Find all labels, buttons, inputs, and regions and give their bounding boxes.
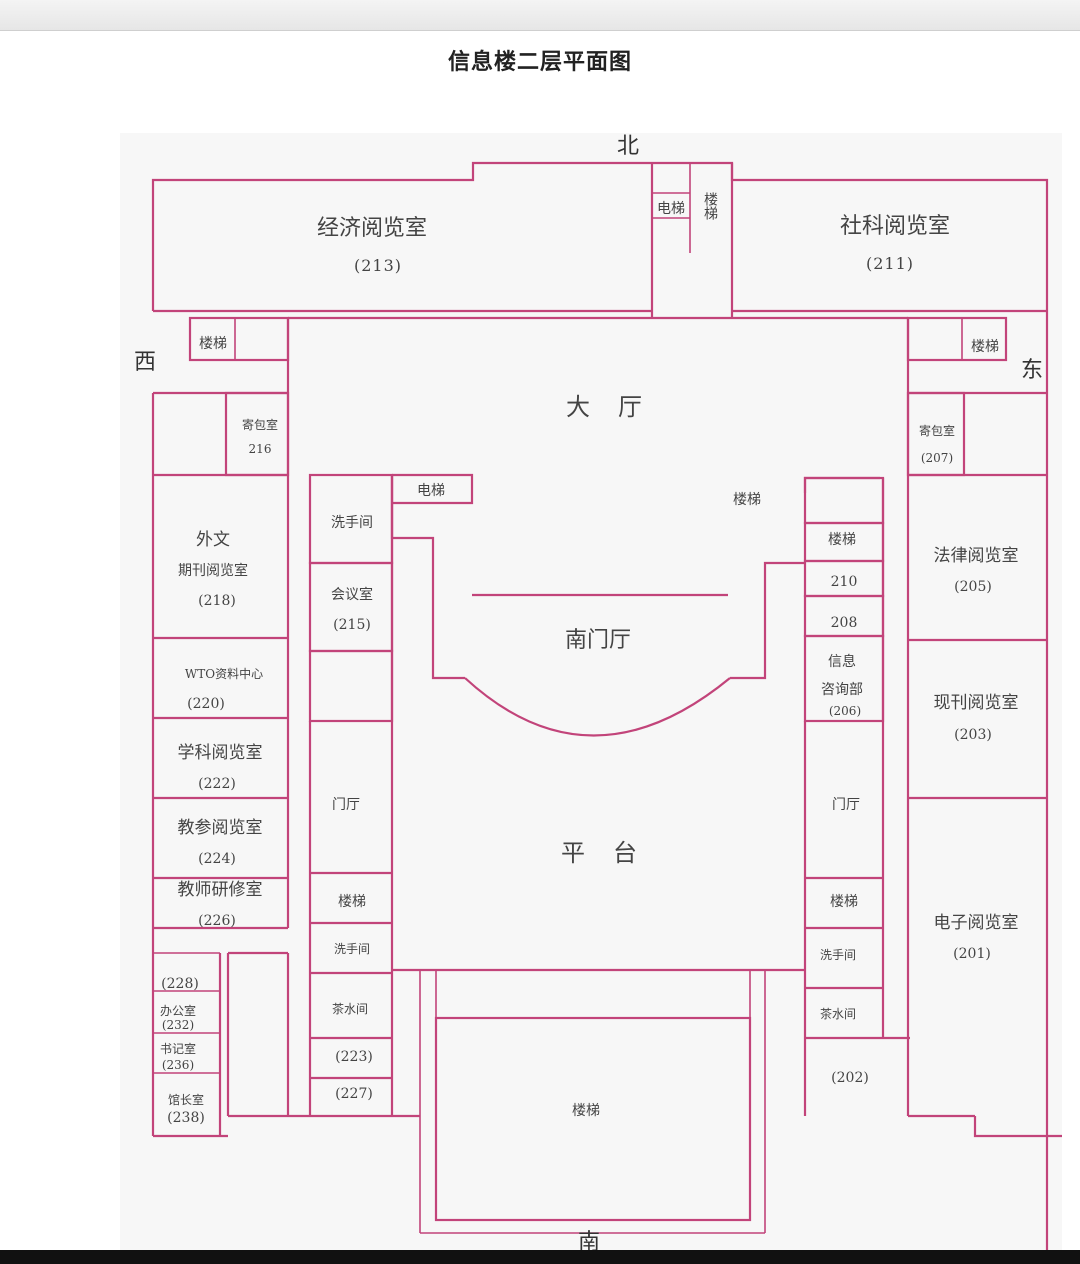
elevator-north: 电梯 [657, 201, 685, 217]
stairs-north: 楼梯 [702, 192, 718, 221]
room-216-number: 216 [249, 442, 272, 456]
room-201-name: 电子阅览室 [934, 913, 1019, 933]
room-201-number: (201) [953, 946, 991, 962]
room-215-name: 会议室 [331, 586, 373, 603]
page-title: 信息楼二层平面图 [447, 50, 632, 75]
screen-bottom-bar [0, 1250, 1080, 1264]
browser-top-bar [0, 0, 1080, 31]
room-210: 210 [831, 574, 858, 590]
room-202: (202) [831, 1070, 869, 1086]
elevator-center: 电梯 [417, 483, 445, 499]
stairs-right-1: 楼梯 [828, 532, 856, 548]
room-228: (228) [161, 976, 199, 992]
compass-east: 东 [1021, 358, 1043, 383]
stairs-east: 楼梯 [971, 339, 999, 355]
room-218-number: (218) [198, 593, 236, 609]
room-206-line1: 信息 [828, 653, 856, 670]
room-203-number: (203) [954, 727, 992, 743]
stairs-center: 楼梯 [733, 492, 761, 508]
floor-plan-drawing: 北 南 东 西 经济阅览室 (213) 社科阅览室 (211) 电梯 楼梯 楼梯… [134, 134, 1062, 1250]
vestibule-east: 门厅 [832, 797, 860, 813]
room-208: 208 [831, 615, 858, 631]
room-211-name: 社科阅览室 [840, 214, 950, 239]
room-220-name: WTO资料中心 [185, 666, 263, 681]
room-206-number: (206) [829, 704, 861, 718]
room-203-name: 现刊阅览室 [934, 693, 1019, 713]
room-205-name: 法律阅览室 [934, 546, 1019, 566]
room-222-name: 学科阅览室 [178, 743, 263, 763]
room-238-number: (238) [167, 1110, 205, 1126]
stairs-right-2: 楼梯 [830, 894, 858, 910]
room-223: (223) [335, 1049, 373, 1065]
washroom-right-2: 洗手间 [820, 948, 856, 962]
stairs-left-2: 楼梯 [338, 894, 366, 910]
room-236-number: (236) [162, 1058, 194, 1072]
compass-north: 北 [617, 134, 639, 159]
tea-room-left: 茶水间 [332, 1001, 368, 1016]
washroom-1: 洗手间 [331, 515, 373, 531]
room-213-name: 经济阅览室 [317, 216, 427, 241]
stairs-south: 楼梯 [572, 1103, 600, 1119]
compass-south: 南 [578, 1230, 600, 1250]
room-218-line2: 期刊阅览室 [178, 562, 248, 579]
room-227: (227) [335, 1086, 373, 1102]
floor-plan: 北 南 东 西 经济阅览室 (213) 社科阅览室 (211) 电梯 楼梯 楼梯… [120, 133, 1062, 1250]
room-226-name: 教师研修室 [178, 880, 263, 900]
vestibule-west: 门厅 [332, 797, 360, 813]
room-224-name: 教参阅览室 [178, 818, 263, 838]
room-213-number: (213) [354, 256, 402, 275]
room-215-number: (215) [333, 617, 371, 633]
room-206-line2: 咨询部 [821, 682, 863, 698]
room-232-number: (232) [162, 1018, 194, 1032]
main-hall-label: 大 厅 [566, 393, 644, 421]
room-207-name: 寄包室 [919, 423, 955, 438]
room-222-number: (222) [198, 776, 236, 792]
room-207-number: (207) [921, 451, 953, 465]
room-236-name: 书记室 [160, 1041, 196, 1056]
room-220-number: (220) [187, 696, 225, 712]
tea-room-right: 茶水间 [820, 1006, 856, 1021]
south-hall-label: 南门厅 [565, 628, 631, 653]
room-224-number: (224) [198, 851, 236, 867]
platform-label: 平 台 [561, 839, 639, 867]
room-211-number: (211) [866, 254, 914, 273]
walls [151, 161, 1062, 1250]
stairs-west: 楼梯 [199, 336, 227, 352]
room-218-line1: 外文 [196, 530, 230, 550]
room-232-name: 办公室 [160, 1003, 196, 1018]
compass-west: 西 [134, 350, 156, 375]
room-216-name: 寄包室 [242, 417, 278, 432]
room-238-name: 馆长室 [168, 1092, 204, 1107]
washroom-left-2: 洗手间 [334, 942, 370, 956]
room-205-number: (205) [954, 579, 992, 595]
room-226-number: (226) [198, 913, 236, 929]
